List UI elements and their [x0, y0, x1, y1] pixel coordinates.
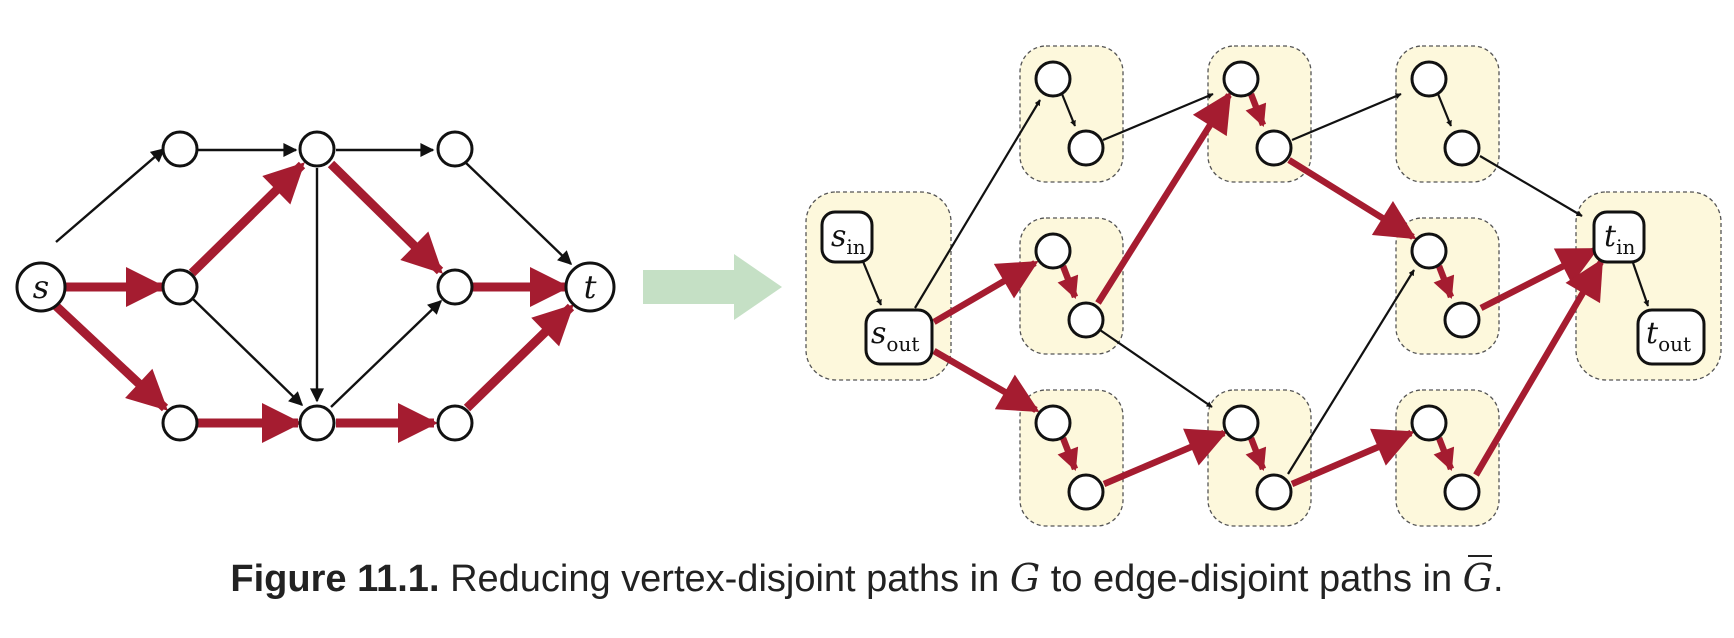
- caption-end: .: [1493, 558, 1504, 600]
- left-black-edges: [55, 143, 573, 408]
- path-edge: [52, 302, 169, 412]
- path-edge: [1095, 91, 1232, 305]
- node-t: [564, 261, 616, 313]
- path-edge: [1433, 436, 1455, 472]
- node-t-in: [1592, 210, 1646, 264]
- path-edge: [932, 260, 1039, 325]
- t-out-base: t: [1646, 316, 1659, 351]
- edge: [1291, 92, 1402, 142]
- right-nodes: [1034, 60, 1481, 511]
- svg-text:sin: sin: [831, 219, 866, 259]
- path-edge: [1102, 428, 1228, 487]
- node: [1255, 473, 1293, 511]
- edge: [1629, 256, 1650, 307]
- node: [1034, 60, 1072, 98]
- path-edge: [1290, 428, 1415, 487]
- source-label: s: [33, 268, 49, 306]
- node: [436, 404, 474, 442]
- s-in-base: s: [831, 219, 846, 254]
- node: [1443, 301, 1481, 339]
- edge: [914, 99, 1041, 309]
- path-edge: [1245, 92, 1267, 128]
- node: [1443, 473, 1481, 511]
- labeled-node-text: sin sout tin tout: [831, 219, 1691, 356]
- path-edge: [1473, 258, 1604, 477]
- right-red-edges: [932, 91, 1604, 487]
- edge: [55, 148, 166, 243]
- labeled-nodes: [820, 210, 1706, 366]
- path-edge: [1057, 264, 1079, 300]
- node: [161, 404, 199, 442]
- svg-text:tout: tout: [1646, 316, 1691, 356]
- edge: [192, 298, 304, 406]
- t-in-sub: in: [1616, 235, 1635, 259]
- s-in-sub: in: [846, 235, 865, 259]
- edge: [464, 161, 573, 265]
- node-s: [15, 261, 67, 313]
- figure-caption: Figure 11.1. Reducing vertex-disjoint pa…: [0, 555, 1734, 601]
- node: [1067, 473, 1105, 511]
- group: [1019, 45, 1124, 183]
- caption-g-bar: G: [1462, 555, 1494, 600]
- svg-text:sout: sout: [871, 316, 919, 356]
- caption-text-1: Reducing vertex-disjoint paths in: [450, 558, 1000, 600]
- s-out-sub: out: [886, 332, 919, 356]
- t-out-sub: out: [1658, 332, 1691, 356]
- sink-label: t: [584, 268, 597, 306]
- path-edge: [188, 161, 306, 277]
- caption-g: G: [1009, 556, 1041, 600]
- right-graph: sin sout tin tout: [805, 45, 1722, 527]
- node: [1034, 404, 1072, 442]
- path-edge: [1057, 436, 1079, 472]
- node: [436, 268, 474, 306]
- t-in-base: t: [1604, 219, 1617, 254]
- path-edge: [1245, 436, 1267, 472]
- edge: [1287, 269, 1415, 475]
- node: [1443, 129, 1481, 167]
- node: [1222, 404, 1260, 442]
- path-edge: [463, 303, 575, 412]
- node-t-out: [1636, 308, 1706, 366]
- node: [298, 130, 336, 168]
- node: [1410, 404, 1448, 442]
- node: [436, 130, 474, 168]
- node: [1410, 232, 1448, 270]
- svg-text:tin: tin: [1604, 219, 1635, 259]
- node: [298, 404, 336, 442]
- node: [1067, 129, 1105, 167]
- edge: [330, 300, 443, 408]
- figure-diagram: s t: [15, 45, 1722, 527]
- node: [1067, 301, 1105, 339]
- left-graph: s t: [15, 130, 616, 443]
- edge: [1099, 329, 1213, 408]
- node: [161, 268, 199, 306]
- edge: [1479, 155, 1583, 217]
- path-edge: [1433, 264, 1455, 300]
- caption-text-2: to edge-disjoint paths in: [1050, 558, 1453, 600]
- node: [1034, 232, 1072, 270]
- edge: [1436, 93, 1453, 127]
- transform-arrow-icon: [643, 254, 782, 320]
- node: [1255, 129, 1293, 167]
- node-s-in: [820, 210, 874, 264]
- node: [1222, 60, 1260, 98]
- node: [1410, 60, 1448, 98]
- edge: [860, 258, 883, 306]
- group: [1395, 45, 1500, 183]
- path-edge: [327, 160, 444, 275]
- left-nodes: [15, 130, 616, 442]
- caption-label: Figure 11.1.: [230, 558, 440, 600]
- path-edge: [932, 348, 1040, 413]
- node: [161, 130, 199, 168]
- edge: [1060, 93, 1077, 127]
- s-out-base: s: [871, 316, 886, 351]
- node-s-out: [864, 308, 934, 366]
- path-edge: [1287, 157, 1417, 240]
- left-red-edges: [52, 160, 575, 443]
